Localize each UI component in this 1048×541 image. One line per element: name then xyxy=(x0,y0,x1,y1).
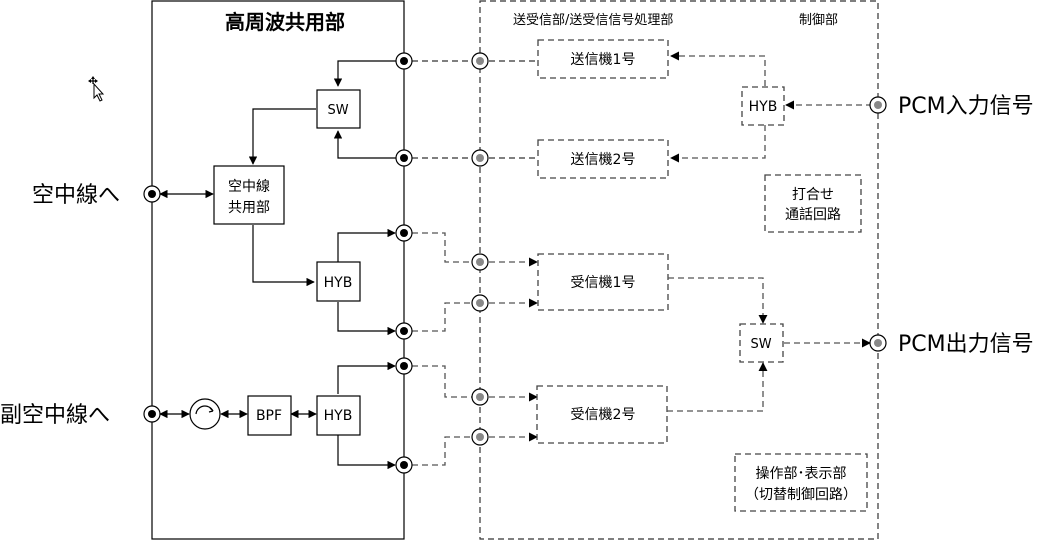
receiver-1-block: 受信機1号 xyxy=(537,253,669,311)
svg-text:通話回路: 通話回路 xyxy=(785,206,841,223)
svg-text:HYB: HYB xyxy=(324,408,353,424)
circulator xyxy=(189,398,221,430)
svg-text:受信機2号: 受信機2号 xyxy=(571,407,636,423)
sub-antenna-label: 副空中線へ xyxy=(0,403,110,428)
rf-shared-frame xyxy=(151,0,405,540)
control-hyb-block: HYB xyxy=(741,86,785,126)
sub-antenna-connector xyxy=(143,405,161,423)
svg-text:空中線: 空中線 xyxy=(228,179,270,195)
svg-text:HYB: HYB xyxy=(324,275,353,291)
svg-text:HYB: HYB xyxy=(749,99,778,115)
pcm-output-connector xyxy=(869,334,887,352)
transmitter-2-block: 送信機2号 xyxy=(537,139,669,179)
antenna-shared-block: 空中線 共用部 xyxy=(213,165,285,225)
antenna-connector xyxy=(143,185,161,203)
rf-hyb-main-block: HYB xyxy=(316,261,361,302)
svg-text:送信機2号: 送信機2号 xyxy=(571,152,636,168)
antenna-label: 空中線へ xyxy=(32,183,120,208)
control-section-label: 制御部 xyxy=(799,13,838,28)
svg-text:（切替制御回路）: （切替制御回路） xyxy=(745,487,857,503)
transmitter-1-block: 送信機1号 xyxy=(537,39,669,79)
pcm-input-connector xyxy=(869,96,887,114)
svg-text:受信機1号: 受信機1号 xyxy=(571,275,636,291)
svg-text:送信機1号: 送信機1号 xyxy=(571,52,636,68)
transceiver-section-label: 送受信部/送受信信号処理部 xyxy=(513,13,673,28)
rf-hyb-sub-block: HYB xyxy=(316,395,361,436)
svg-text:SW: SW xyxy=(750,337,771,352)
rf-sw-block: SW xyxy=(316,89,361,129)
svg-text:共用部: 共用部 xyxy=(228,200,270,216)
control-sw-block: SW xyxy=(739,323,784,363)
pcm-input-label: PCM入力信号 xyxy=(898,94,1034,119)
svg-text:SW: SW xyxy=(327,103,348,118)
svg-text:打合せ: 打合せ xyxy=(792,186,834,203)
rf-port-connectors xyxy=(395,52,413,474)
intercom-circuit-block: 打合せ 通話回路 xyxy=(764,174,862,233)
receiver-2-block: 受信機2号 xyxy=(536,385,668,444)
rf-shared-title: 高周波共用部 xyxy=(225,10,345,34)
operation-display-block: 操作部･表示部 （切替制御回路） xyxy=(734,453,868,512)
pcm-output-label: PCM出力信号 xyxy=(898,332,1034,357)
svg-text:操作部･表示部: 操作部･表示部 xyxy=(756,466,847,482)
mouse-cursor-icon xyxy=(88,76,105,102)
svg-text:BPF: BPF xyxy=(256,408,282,424)
transceiver-port-connectors xyxy=(471,52,489,446)
bpf-block: BPF xyxy=(247,395,292,436)
